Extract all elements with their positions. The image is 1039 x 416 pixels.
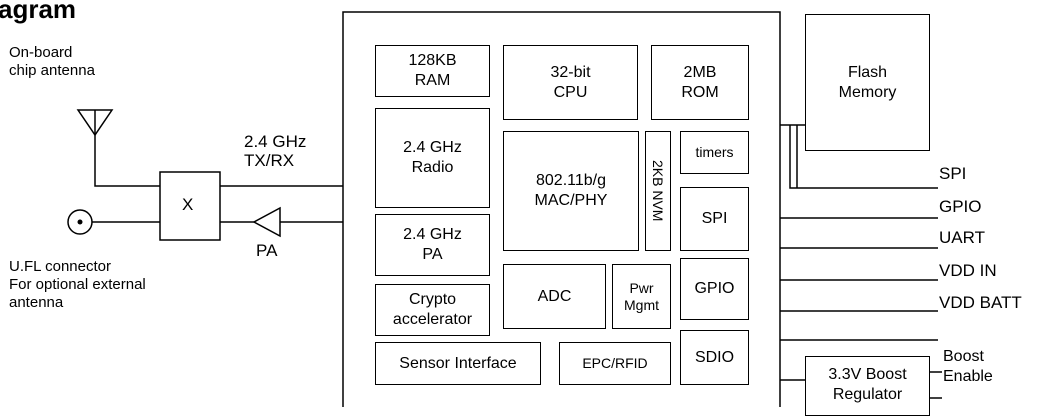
rf-switch-box	[159, 171, 221, 241]
nvm-label: 2KB NVM	[650, 160, 666, 222]
pa-label: PA	[256, 241, 278, 260]
pin-gpio: GPIO	[939, 197, 982, 216]
cpu-label-1: 32-bit	[550, 63, 591, 81]
radio-label-1: 2.4 GHz	[403, 139, 462, 156]
ram-label-1: 128KB	[408, 52, 457, 69]
mac-label-2: MAC/PHY	[534, 192, 608, 209]
block-diagram-lines	[67, 11, 942, 407]
diagram-title: agram	[0, 0, 77, 24]
pin-vdd-batt: VDD BATT	[939, 293, 1022, 312]
rf-label-2: TX/RX	[244, 151, 295, 170]
adc-block: ADC	[503, 264, 606, 329]
mac-phy-block: 802.11b/g MAC/PHY	[503, 131, 639, 251]
sdio-block: SDIO	[680, 330, 749, 385]
nvm-block: 2KB NVM	[645, 131, 671, 251]
timers-label: timers	[695, 144, 734, 160]
sensor-label: Sensor Interface	[399, 354, 517, 372]
ufl-label-1: U.FL connector	[9, 258, 111, 275]
rom-label-2: ROM	[681, 83, 719, 101]
chip-antenna-label-1: On-board	[9, 44, 73, 61]
pwr-label-2: Mgmt	[624, 296, 659, 313]
crypto-block: Crypto accelerator	[375, 284, 490, 336]
cpu-block: 32-bit CPU	[503, 45, 638, 120]
spi-label: SPI	[701, 210, 728, 227]
ram-block: 128KB RAM	[375, 45, 490, 97]
ufl-label-3: antenna	[9, 294, 64, 311]
epc-label: EPC/RFID	[582, 355, 648, 371]
pin-uart: UART	[939, 228, 985, 247]
pa-block-label-1: 2.4 GHz	[403, 226, 462, 243]
pwr-label-1: Pwr	[629, 279, 654, 296]
boost-reg-label-2: Regulator	[832, 386, 903, 403]
pwr-mgmt-block: Pwr Mgmt	[612, 264, 671, 329]
rom-block: 2MB ROM	[651, 45, 749, 120]
adc-label: ADC	[537, 287, 572, 305]
gpio-block: GPIO	[680, 258, 749, 320]
pin-boost-2: Enable	[943, 368, 993, 385]
pa-triangle-icon	[252, 206, 281, 238]
flash-label-1: Flash	[847, 63, 888, 81]
pa-block: 2.4 GHz PA	[375, 214, 490, 276]
crypto-label-2: accelerator	[392, 311, 473, 328]
flash-memory-block: Flash Memory	[805, 14, 930, 151]
flash-label-2: Memory	[838, 83, 897, 101]
spi-block: SPI	[680, 187, 749, 251]
timers-block: timers	[680, 131, 749, 174]
cpu-label-2: CPU	[553, 83, 588, 101]
pin-vdd-in: VDD IN	[939, 261, 997, 280]
sensor-interface-block: Sensor Interface	[375, 342, 541, 385]
pa-block-label-2: PA	[422, 246, 443, 263]
ufl-label-2: For optional external	[9, 276, 146, 293]
rom-label-1: 2MB	[683, 63, 717, 81]
boost-reg-label-1: 3.3V Boost	[828, 366, 907, 383]
switch-label: X	[182, 195, 194, 214]
gpio-label: GPIO	[694, 280, 735, 297]
rf-label-1: 2.4 GHz	[244, 132, 307, 151]
epc-rfid-block: EPC/RFID	[559, 342, 671, 385]
chip-antenna-label-2: chip antenna	[9, 62, 95, 79]
sdio-label: SDIO	[694, 348, 735, 366]
mac-label-1: 802.11b/g	[536, 172, 606, 189]
crypto-label-1: Crypto	[408, 291, 457, 308]
chip-outline	[342, 11, 781, 407]
pin-boost-1: Boost	[943, 348, 984, 365]
radio-block: 2.4 GHz Radio	[375, 108, 490, 208]
radio-label-2: Radio	[411, 159, 454, 176]
pin-spi: SPI	[939, 164, 967, 183]
boost-regulator-block: 3.3V Boost Regulator	[805, 356, 930, 416]
ram-label-2: RAM	[414, 72, 451, 89]
